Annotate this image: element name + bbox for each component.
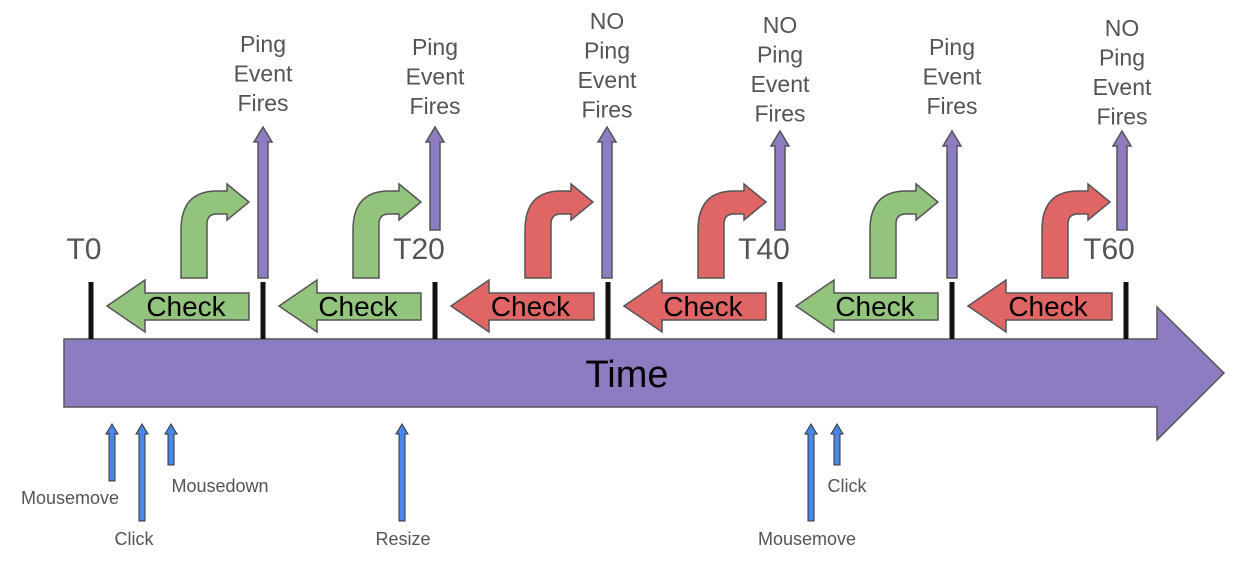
check-label: Check bbox=[318, 291, 398, 322]
decision-arrow bbox=[869, 182, 940, 279]
ping-arrow bbox=[252, 125, 274, 279]
tick-mark bbox=[260, 282, 266, 339]
event-arrow bbox=[135, 423, 149, 522]
ping-status-text: Ping bbox=[757, 42, 803, 68]
check-arrow bbox=[449, 278, 595, 334]
tick-label: T60 bbox=[1083, 233, 1135, 266]
tick-mark bbox=[432, 282, 438, 339]
event-label: Mousemove bbox=[758, 529, 856, 549]
tick-mark bbox=[605, 282, 611, 339]
decision-arrow bbox=[180, 182, 251, 279]
ping-status-text: Fires bbox=[409, 93, 460, 119]
tick-mark bbox=[949, 282, 955, 339]
ping-status-text: Fires bbox=[581, 97, 632, 123]
ping-status-text: Event bbox=[578, 67, 637, 93]
decision-arrow bbox=[1041, 182, 1112, 279]
event-arrow bbox=[804, 423, 818, 522]
decision-arrow bbox=[697, 182, 768, 279]
tick-label: T0 bbox=[66, 233, 101, 266]
ping-status-text: Fires bbox=[754, 101, 805, 127]
event-arrow bbox=[164, 423, 178, 466]
ping-status-text: Event bbox=[1093, 74, 1152, 100]
timeline-arrow bbox=[63, 305, 1226, 442]
ping-status-text: Ping bbox=[584, 38, 630, 64]
ping-status-text: Event bbox=[751, 71, 810, 97]
check-label: Check bbox=[146, 291, 226, 322]
tick-mark bbox=[1123, 282, 1129, 339]
check-arrow bbox=[966, 278, 1113, 334]
ping-status-text: NO bbox=[590, 8, 625, 34]
event-label: Resize bbox=[375, 529, 430, 549]
ping-status-text: Ping bbox=[929, 34, 975, 60]
check-arrow bbox=[622, 278, 767, 334]
decision-arrow bbox=[524, 182, 595, 279]
check-label: Check bbox=[663, 291, 743, 322]
tick-label: T40 bbox=[738, 233, 790, 266]
ping-status-text: Event bbox=[234, 61, 293, 87]
tick-mark bbox=[777, 282, 783, 339]
ping-status-text: Fires bbox=[1096, 104, 1147, 130]
ping-status-text: Ping bbox=[412, 34, 458, 60]
timeline-label: Time bbox=[585, 354, 668, 396]
tick-mark bbox=[88, 282, 94, 339]
ping-status-text: NO bbox=[763, 12, 798, 38]
check-label: Check bbox=[835, 291, 915, 322]
event-arrow bbox=[395, 423, 409, 522]
event-label: Click bbox=[115, 529, 155, 549]
decision-arrow bbox=[352, 182, 423, 279]
event-label: Click bbox=[828, 476, 868, 496]
tick-label: T20 bbox=[393, 233, 445, 266]
ping-status-text: Fires bbox=[237, 90, 288, 116]
ping-arrow bbox=[596, 125, 618, 279]
ping-arrow bbox=[941, 129, 963, 279]
ping-status-text: Ping bbox=[1099, 45, 1145, 71]
ping-status-text: Event bbox=[406, 64, 465, 90]
check-arrow bbox=[105, 278, 250, 334]
ping-arrow bbox=[424, 125, 446, 231]
event-label: Mousemove bbox=[21, 488, 119, 508]
event-label: Mousedown bbox=[171, 476, 268, 496]
check-arrow bbox=[277, 278, 422, 334]
ping-arrow bbox=[769, 129, 791, 231]
check-label: Check bbox=[1008, 291, 1088, 322]
check-label: Check bbox=[491, 291, 571, 322]
ping-status-text: Fires bbox=[926, 93, 977, 119]
ping-status-text: NO bbox=[1105, 15, 1140, 41]
check-arrow bbox=[794, 278, 939, 334]
event-arrow bbox=[830, 423, 844, 466]
event-arrow bbox=[105, 423, 119, 482]
ping-status-text: Ping bbox=[240, 31, 286, 57]
ping-arrow bbox=[1111, 129, 1133, 231]
ping-status-text: Event bbox=[923, 64, 982, 90]
